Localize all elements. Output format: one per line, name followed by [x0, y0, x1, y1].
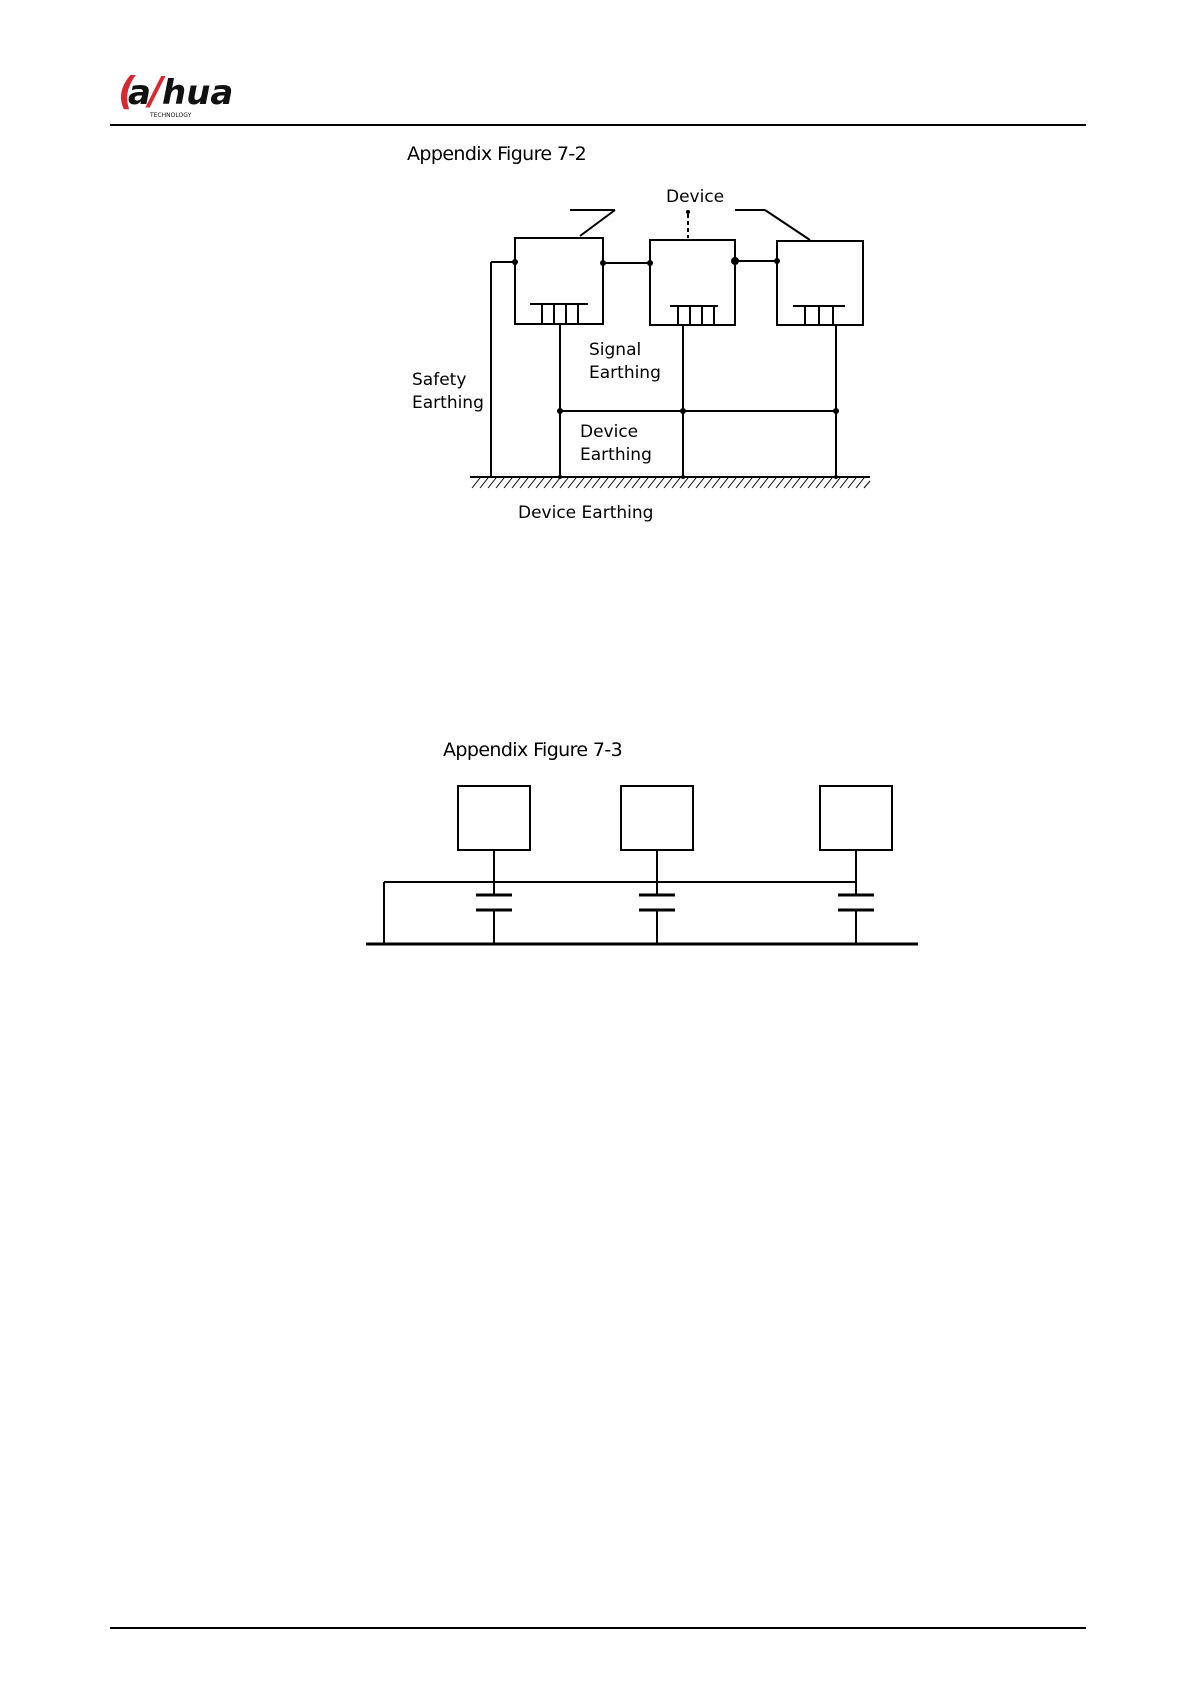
footer-rule	[110, 1627, 1086, 1629]
label-safety-line2: Earthing	[412, 393, 484, 413]
figure-7-3-diagram	[0, 770, 1191, 970]
figure-7-2-diagram: Device Signal Earthing Safety Earthing D…	[0, 0, 1191, 560]
label-ground-device-earthing: Device Earthing	[518, 503, 653, 523]
device-box-b	[621, 786, 693, 850]
label-signal-line1: Signal	[589, 340, 641, 360]
device-box-1	[515, 238, 603, 324]
device-box-c	[820, 786, 892, 850]
figure-7-3-caption: Appendix Figure 7-3	[443, 739, 622, 761]
label-device-earthing-line1: Device	[580, 422, 638, 442]
device-box-2	[650, 240, 735, 325]
label-device: Device	[666, 187, 724, 207]
label-signal-line2: Earthing	[589, 363, 661, 383]
label-device-earthing-line2: Earthing	[580, 445, 652, 465]
label-safety-line1: Safety	[412, 370, 466, 390]
device-box-a	[458, 786, 530, 850]
